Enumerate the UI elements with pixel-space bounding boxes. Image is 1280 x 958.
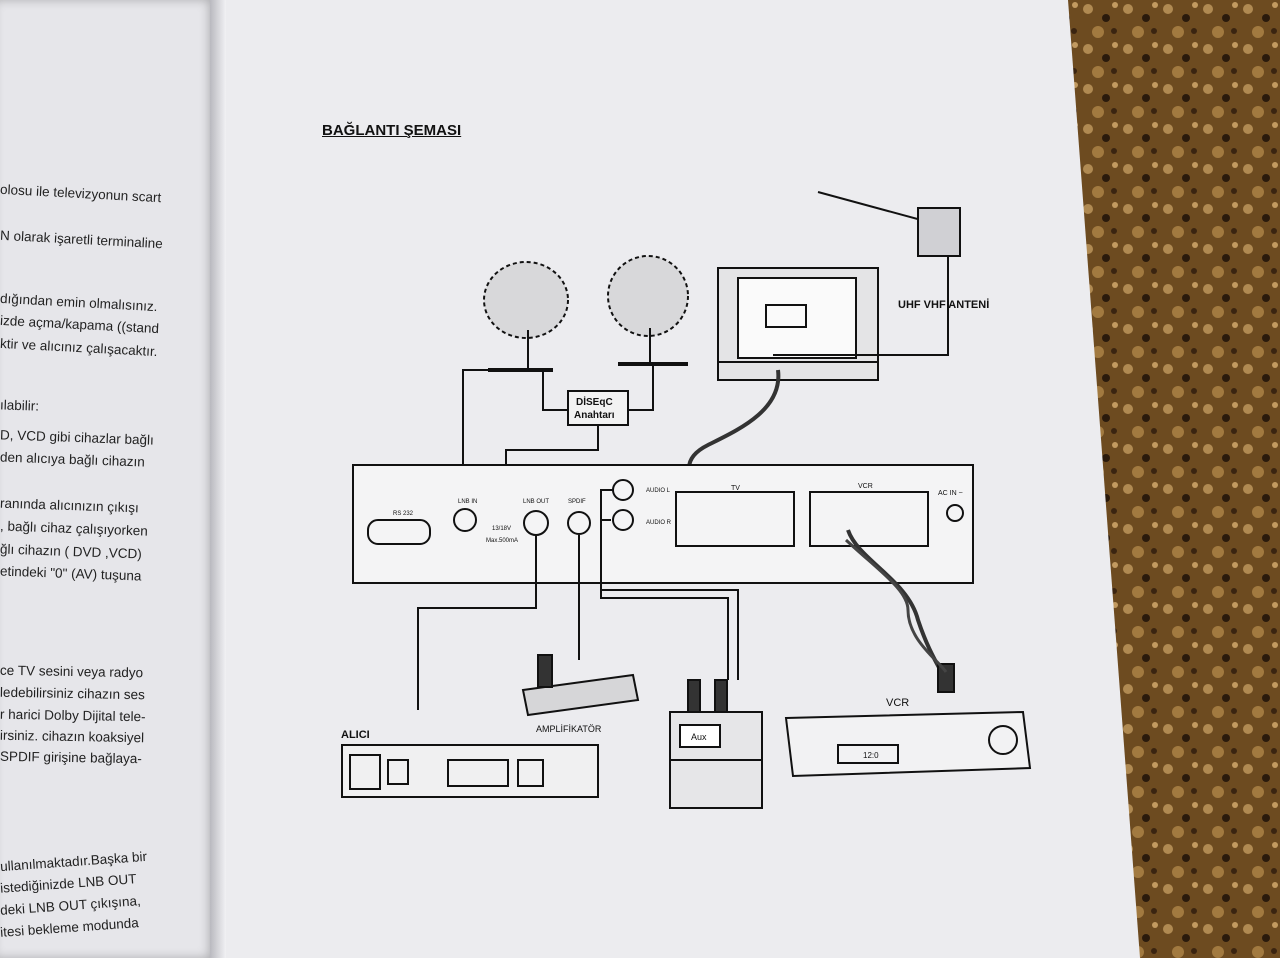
receiver-rear-panel [352, 464, 974, 584]
left-line-2: N olarak işaretli terminaline [0, 227, 164, 252]
connection-diagram: UHF VHF ANTENİ DİSEqC Anahtarı RS 232 LN… [341, 191, 1032, 809]
left-line-16: irsiniz. cihazın koaksiyel [0, 727, 145, 746]
left-line-13: ce TV sesini veya radyo [0, 662, 144, 681]
left-line-8: den alıcıya bağlı cihazın [0, 449, 146, 470]
audio-l-label: AUDIO L [646, 488, 671, 494]
left-line-20: deki LNB OUT çıkışına, [0, 893, 142, 918]
satellite-dish-right-icon [607, 255, 689, 366]
left-line-5: ktir ve alıcınız çalışacaktır. [0, 335, 158, 360]
left-page: olosu ile televizyonun scart N olarak iş… [0, 0, 215, 958]
vcr-port-label: VCR [858, 483, 873, 490]
left-line-21: itesi bekleme modunda [0, 915, 140, 940]
lnb-out-label: LNB OUT [523, 499, 549, 505]
vcr-label: VCR [886, 697, 909, 709]
ac-in-label: AC IN ~ [938, 490, 963, 497]
diseqc-label-2: Anahtarı [574, 410, 615, 421]
spdif-label: SPDIF [568, 499, 586, 505]
lnb-in-label: LNB IN [458, 499, 477, 505]
left-line-9: ranında alıcınızın çıkışı [0, 495, 140, 516]
antenna-label: UHF VHF ANTENİ [898, 298, 989, 311]
left-line-19: istediğinizde LNB OUT [0, 871, 137, 896]
uhf-vhf-antenna-icon [773, 191, 961, 356]
diseqc-label-1: DİSEqC [576, 395, 613, 408]
left-line-7: D, VCD gibi cihazlar bağlı [0, 427, 155, 448]
left-line-3: dığından emin olmalısınız. [0, 290, 158, 315]
amplifikator-label: AMPLİFİKATÖR [536, 724, 602, 734]
lnb-power-label-2: Max.500mA [486, 538, 518, 544]
left-line-6: ılabilir: [0, 397, 40, 414]
satellite-dish-left-icon [483, 261, 569, 372]
left-line-17: SPDIF girişine bağlaya- [0, 748, 142, 767]
left-line-10: , bağlı cihaz çalışıyorken [0, 518, 149, 539]
left-line-1: olosu ile televizyonun scart [0, 181, 162, 206]
television [717, 267, 879, 381]
left-line-14: ledebilirsiniz cihazın ses [0, 684, 145, 703]
audio-r-label: AUDIO R [646, 520, 672, 526]
left-line-4: izde açma/kapama ((stand [0, 312, 160, 337]
rs232-label: RS 232 [393, 511, 414, 517]
left-line-18: ullanılmaktadır.Başka bir [0, 848, 148, 875]
vcr-display-label: 12:0 [863, 751, 879, 760]
page-title: BAĞLANTI ŞEMASI [322, 122, 462, 139]
audio-system-device [669, 679, 763, 809]
left-line-15: r harici Dolby Dijital tele- [0, 706, 146, 725]
aux-label: Aux [691, 732, 707, 742]
lnb-power-label-1: 13/18V [492, 526, 511, 532]
receiver-device [341, 744, 599, 798]
vcr-device [784, 663, 1032, 778]
book-gutter [210, 0, 226, 958]
alici-label: ALICI [341, 729, 370, 741]
left-line-11: ğlı cihazın ( DVD ,VCD) [0, 541, 143, 562]
amplifier-device [521, 654, 640, 717]
left-line-12: etindeki "0" (AV) tuşuna [0, 563, 142, 584]
tv-port-label: TV [731, 485, 740, 492]
